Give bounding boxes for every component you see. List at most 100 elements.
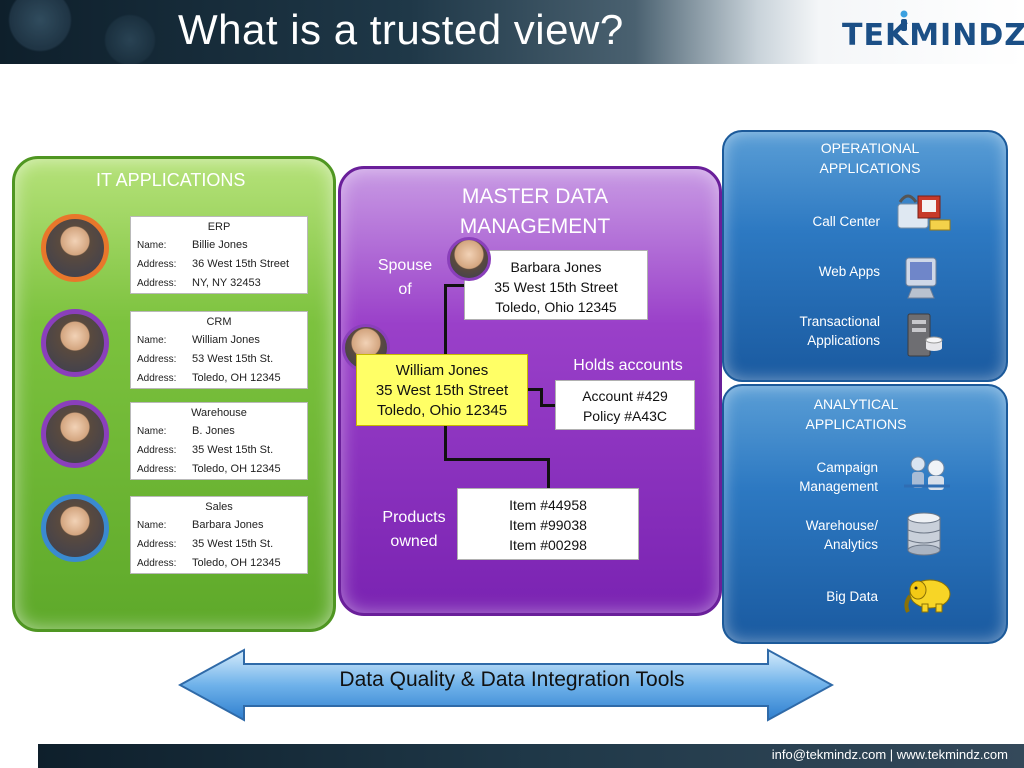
spouse-label-line1: Spouse <box>377 257 433 274</box>
master-name: William Jones <box>395 362 489 379</box>
transactional-label-line2: Applications <box>807 333 880 348</box>
erp-system-label: ERP <box>207 221 231 233</box>
warehouse-record-card: Warehouse Name: B. Jones Address: 35 West … <box>130 402 308 480</box>
call-center-label: Call Center <box>760 212 880 231</box>
field-label: Address: <box>137 373 177 384</box>
data-integration-double-arrow <box>178 648 834 722</box>
field-label: Address: <box>137 259 177 270</box>
campaign-icon <box>904 456 950 490</box>
spouse-name: Barbara Jones <box>510 259 602 275</box>
master-address-street: 35 West 15th Street <box>375 382 509 399</box>
field-label: Name: <box>137 335 167 346</box>
connector-spouse-horizontal <box>444 284 466 287</box>
products-owned-label: Products owned <box>368 506 460 554</box>
field-label: Address: <box>137 464 177 475</box>
field-label: Address: <box>137 539 177 550</box>
master-record-box: William Jones 35 West 15th Street Toledo… <box>356 354 528 426</box>
field-value: Toledo, OH 12345 <box>192 463 281 475</box>
mdm-title: MASTER DATA MANAGEMENT <box>440 182 630 242</box>
field-label: Address: <box>137 354 177 365</box>
campaign-label-line2: Management <box>799 479 878 494</box>
policy-number: Policy #A43C <box>582 408 668 424</box>
mdm-title-line1: MASTER DATA <box>461 185 609 208</box>
connector-products-c <box>547 458 550 490</box>
connector-products-a <box>444 424 447 460</box>
warehouse-label-line1: Warehouse/ <box>805 518 878 533</box>
accounts-box: Account #429 Policy #A43C <box>555 380 695 430</box>
web-apps-label: Web Apps <box>760 262 880 281</box>
field-value: NY, NY 32453 <box>192 277 261 289</box>
avatar-billie-jones <box>41 214 109 282</box>
field-value: Barbara Jones <box>192 519 264 531</box>
spouse-of-label: Spouse of <box>368 254 442 302</box>
product-item: Item #99038 <box>509 517 587 533</box>
campaign-label-line1: Campaign <box>816 460 878 475</box>
holds-accounts-label: Holds accounts <box>573 357 683 374</box>
big-data-label: Big Data <box>758 587 878 606</box>
field-label: Address: <box>137 278 177 289</box>
header-decoration <box>0 0 180 64</box>
field-label: Name: <box>137 426 167 437</box>
analytical-applications-panel <box>722 384 1008 644</box>
avatar-barbara-jones <box>41 494 109 562</box>
warehouse-label-line2: Analytics <box>823 537 878 552</box>
avatar-b-jones <box>41 400 109 468</box>
it-applications-title: IT APPLICATIONS <box>96 170 246 190</box>
master-address-city: Toledo, Ohio 12345 <box>376 402 508 419</box>
warehouse-system-label: Warehouse <box>191 407 247 419</box>
analytical-title-line2: APPLICATIONS <box>805 416 907 432</box>
sales-record-card: Sales Name: Barbara Jones Address: 35 West… <box>130 496 308 574</box>
footer-bar <box>38 744 1024 768</box>
web-apps-icon <box>905 257 937 299</box>
field-value: Toledo, OH 12345 <box>192 372 281 384</box>
sales-system-label: Sales <box>205 501 233 513</box>
field-value: 53 West 15th St. <box>192 353 274 365</box>
field-value: Toledo, OH 12345 <box>192 557 281 569</box>
field-label: Address: <box>137 558 177 569</box>
field-value: Billie Jones <box>192 239 248 251</box>
campaign-management-label: Campaign Management <box>758 458 878 496</box>
analytical-applications-title: ANALYTICAL APPLICATIONS <box>776 394 936 434</box>
transactional-applications-label: Transactional Applications <box>760 312 880 350</box>
products-box: Item #44958 Item #99038 Item #00298 <box>457 488 639 560</box>
operational-applications-title: OPERATIONAL APPLICATIONS <box>790 138 950 178</box>
operational-applications-panel <box>722 130 1008 382</box>
connector-accounts-a <box>526 388 542 391</box>
field-label: Name: <box>137 520 167 531</box>
web-apps-label-line1: Web Apps <box>818 264 880 279</box>
big-data-label-line1: Big Data <box>826 589 878 604</box>
operational-title-line1: OPERATIONAL <box>820 140 920 156</box>
footer-contact: info@tekmindz.com | www.tekmindz.com <box>771 747 1008 762</box>
spouse-address-city: Toledo, Ohio 12345 <box>495 299 617 315</box>
connector-accounts-b <box>540 388 543 406</box>
field-label: Name: <box>137 240 167 251</box>
crm-system-label: CRM <box>206 316 232 328</box>
field-value: 35 West 15th St. <box>192 538 274 550</box>
spouse-address-street: 35 West 15th Street <box>494 279 618 295</box>
products-label-line1: Products <box>382 509 446 526</box>
company-logo: TEKMINDZ <box>842 18 1024 53</box>
connector-spouse-vertical <box>444 284 447 358</box>
operational-title-line2: APPLICATIONS <box>819 160 921 176</box>
product-item: Item #00298 <box>509 537 587 553</box>
spouse-label-line2: of <box>398 281 412 298</box>
spouse-record-box: Barbara Jones 35 West 15th Street Toledo… <box>464 250 648 320</box>
hadoop-elephant-icon <box>904 579 951 613</box>
field-value: B. Jones <box>192 425 235 437</box>
crm-record-card: CRM Name:William Jones Address:53 West 1… <box>130 311 308 389</box>
erp-record-card: ERP Name: Billie Jones Address: 36 West 15… <box>130 216 308 294</box>
analytical-title-line1: ANALYTICAL <box>813 396 899 412</box>
product-item: Item #44958 <box>509 497 587 513</box>
account-number: Account #429 <box>582 388 668 404</box>
mdm-title-line2: MANAGEMENT <box>459 215 611 238</box>
page-title: What is a trusted view? <box>178 6 624 53</box>
data-integration-label: Data Quality & Data Integration Tools <box>339 668 685 691</box>
field-value: 36 West 15th Street <box>192 258 290 270</box>
connector-products-b <box>444 458 550 461</box>
field-label: Address: <box>137 445 177 456</box>
logo-person-icon <box>900 10 908 31</box>
server-icon <box>907 313 943 357</box>
field-value: 35 West 15th St. <box>192 444 274 456</box>
warehouse-analytics-label: Warehouse/ Analytics <box>758 516 878 554</box>
products-label-line2: owned <box>390 533 438 550</box>
